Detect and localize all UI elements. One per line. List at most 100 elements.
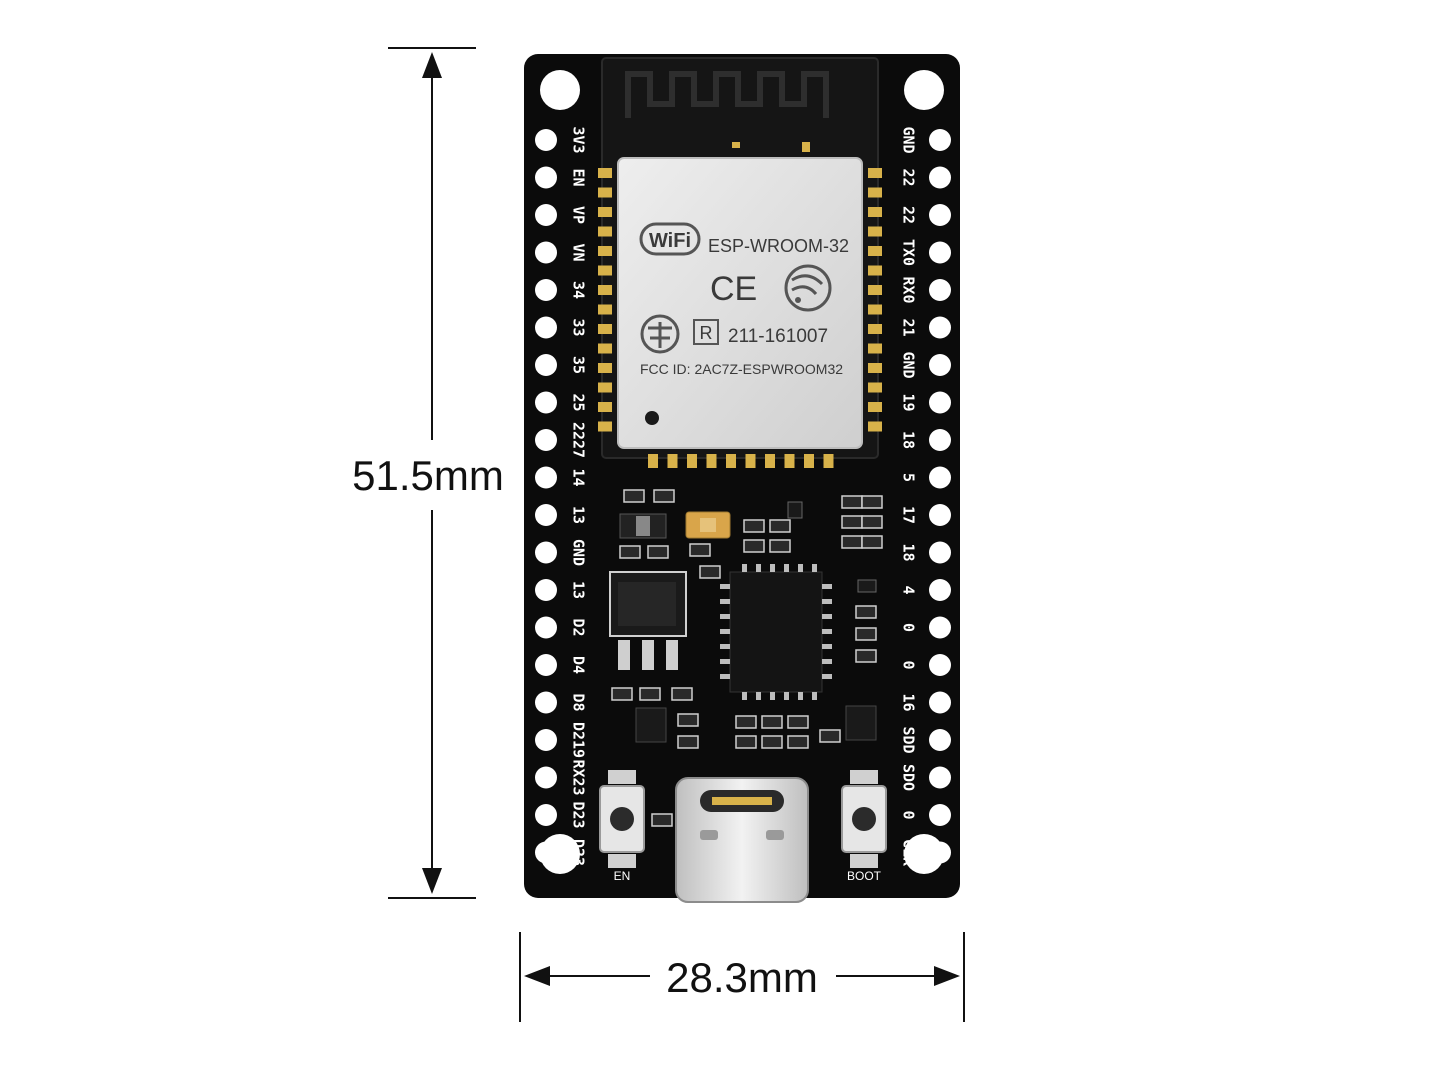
- ce-mark: CE: [710, 270, 757, 308]
- pin-hole: [929, 316, 951, 339]
- module-pad: [598, 226, 612, 237]
- right-pin-label: RX0: [900, 276, 918, 303]
- smd-part: [611, 687, 633, 701]
- pin-hole: [929, 504, 951, 526]
- pin-hole: [535, 354, 557, 376]
- smd-part: [769, 539, 791, 553]
- module-pad: [868, 421, 882, 432]
- smd-part: [769, 519, 791, 533]
- left-pin-label: VN: [570, 243, 588, 261]
- mount-hole-top-left: [540, 70, 580, 110]
- boot-button[interactable]: [841, 770, 887, 868]
- en-button[interactable]: [599, 770, 645, 868]
- left-pin-label: RX23: [570, 759, 588, 795]
- module-pad: [598, 187, 612, 198]
- module-pad: [706, 454, 717, 468]
- left-pin-label: EN: [570, 168, 588, 186]
- width-dimension: 28.3mm: [519, 932, 965, 1022]
- smd-part: [861, 515, 883, 529]
- smd-part: [819, 729, 841, 743]
- pin-hole: [535, 691, 557, 714]
- right-pin-labels: GND2222TX0RX021GND19185171840016SDDSDO0C…: [900, 126, 918, 866]
- right-pin-label: 0: [900, 660, 918, 669]
- width-arrow-right: [934, 966, 960, 986]
- en-button-label: EN: [614, 869, 631, 883]
- module-pad: [868, 382, 882, 393]
- boot-button-label: BOOT: [847, 869, 882, 883]
- smd-part: [743, 539, 765, 553]
- usb-c-port[interactable]: [675, 777, 809, 903]
- registered-mark-icon: R: [693, 319, 719, 345]
- right-pin-label: 22: [900, 168, 918, 186]
- wifi-logo-text: WiFi: [649, 230, 691, 252]
- pin-hole: [535, 654, 557, 676]
- module-pad: [667, 454, 678, 468]
- module-shield-can: [617, 157, 863, 449]
- pin-hole: [535, 504, 557, 526]
- module-pad: [598, 207, 612, 217]
- pin-hole: [929, 541, 951, 564]
- pin-hole: [535, 616, 557, 639]
- smd-part: [677, 713, 699, 727]
- module-pad: [598, 421, 612, 432]
- module-pad: [868, 343, 882, 354]
- pin-hole: [929, 429, 951, 451]
- module-pad: [598, 363, 612, 373]
- antenna-trace: [625, 71, 829, 118]
- right-pin-label: 19: [900, 393, 918, 411]
- smd-components: [609, 489, 883, 827]
- left-pin-label: 34: [570, 281, 588, 299]
- pin-hole: [929, 466, 951, 489]
- left-pin-holes: [535, 129, 557, 864]
- svg-text:R: R: [700, 323, 713, 343]
- left-pin-label: 14: [570, 468, 588, 486]
- module-pad: [868, 168, 882, 178]
- pin-hole: [929, 129, 951, 151]
- smd-part: [861, 535, 883, 549]
- transistor: [635, 707, 667, 743]
- smd-part: [743, 519, 765, 533]
- module-pad: [868, 187, 882, 198]
- smd-part: [619, 545, 641, 559]
- pin-hole: [929, 616, 951, 639]
- width-arrow-left: [524, 966, 550, 986]
- smd-part: [735, 735, 757, 749]
- right-pin-label: 18: [900, 543, 918, 561]
- right-pin-label: 21: [900, 318, 918, 336]
- pin-hole: [535, 541, 557, 564]
- right-pin-label: CLK: [900, 839, 918, 866]
- pin-hole: [929, 766, 951, 789]
- pin-hole: [535, 316, 557, 339]
- right-pin-label: 0: [900, 623, 918, 632]
- module-pad: [598, 324, 612, 334]
- right-pin-label: 5: [900, 473, 918, 482]
- smd-part: [671, 687, 693, 701]
- module-pad: [745, 454, 756, 468]
- module-pad: [765, 454, 775, 468]
- left-pin-label: 25: [570, 393, 588, 411]
- pin-hole: [929, 579, 951, 601]
- pin-hole: [535, 579, 557, 601]
- module-pad: [823, 454, 834, 468]
- smd-part: [861, 495, 883, 509]
- right-pin-label: SDD: [900, 726, 918, 753]
- right-pin-label: GND: [900, 351, 918, 378]
- module-pad: [598, 285, 612, 295]
- left-pin-label: 3V3: [570, 126, 588, 153]
- right-pin-label: 4: [900, 585, 918, 594]
- module-test-pad: [732, 142, 740, 148]
- module-pad: [868, 265, 882, 276]
- esp-module: WiFi ESP-WROOM-32 CE R 211-161007: [598, 57, 882, 468]
- fcc-id: FCC ID: 2AC7Z-ESPWROOM32: [640, 361, 843, 377]
- smd-part: [651, 813, 673, 827]
- module-pad: [868, 304, 882, 315]
- left-pin-label: GND: [570, 539, 588, 566]
- smd-part: [787, 735, 809, 749]
- module-pad: [648, 454, 658, 468]
- height-label: 51.5mm: [352, 452, 504, 499]
- pin1-dot: [645, 411, 659, 425]
- pin-hole: [535, 166, 557, 189]
- left-pin-label: 35: [570, 356, 588, 374]
- right-pin-label: SDO: [900, 764, 918, 791]
- width-label: 28.3mm: [666, 954, 818, 1001]
